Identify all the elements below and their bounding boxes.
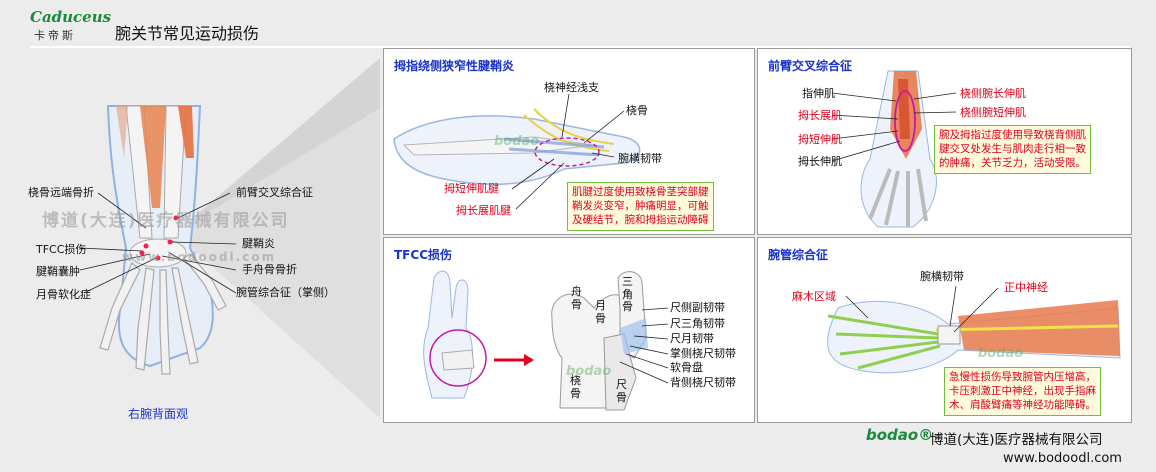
- carpal-tunnel-illustration: [827, 285, 1121, 374]
- label-articular-disc: 软骨盘: [670, 361, 703, 374]
- label-transverse-carpal-ligament: 腕横韧带: [920, 270, 964, 283]
- forearm-muscles-illustration: [831, 70, 957, 228]
- panel2-note: 腕及拇指过度使用导致桡背侧肌 腱交叉处发生与肌肉走行相一致 的肿痛，关节乏力，活…: [934, 125, 1091, 174]
- label-apl-tendon: 拇长展肌腱: [456, 204, 511, 217]
- label-scaphoid-fracture: 手舟骨骨折: [242, 263, 297, 276]
- label-volar-radioulnar: 掌侧桡尺韧带: [670, 347, 736, 360]
- label-numb-area: 麻木区域: [792, 290, 836, 303]
- label-scaphoid: 舟 骨: [571, 285, 582, 311]
- thumb-tendon-illustration: [393, 93, 641, 210]
- label-tenosynovitis: 腱鞘炎: [242, 237, 275, 250]
- watermark-bodao: bodao: [494, 134, 540, 149]
- caption-right-wrist-dorsal: 右腕背面观: [128, 407, 189, 421]
- panel-carpal-tunnel: 腕管综合征 腕横韧带 麻木区域 正中神经 急慢性损伤导致腕管内压增高， 卡压刺激…: [757, 237, 1132, 423]
- footer-url: www.bodoodl.com: [1003, 451, 1122, 466]
- logo-brand: Caduceus: [30, 8, 112, 26]
- label-epb-muscle: 拇短伸肌: [798, 133, 842, 146]
- label-ulna-bone: 尺 骨: [616, 378, 627, 404]
- label-ulnar-collateral: 尺侧副韧带: [670, 301, 725, 314]
- label-ulnotriquetral: 尺三角韧带: [670, 317, 725, 330]
- panel4-title: 腕管综合征: [768, 248, 829, 262]
- label-ulnolunate: 尺月韧带: [670, 332, 714, 345]
- panel-tfcc: TFCC损伤 舟 骨 月 骨 三 角 骨 桡 骨 尺 骨 尺侧副韧带 尺三角韧带…: [383, 237, 755, 423]
- panel-de-quervain: 拇指绕侧狭窄性腱鞘炎 桡神经浅支 桡骨 腕横韧带 拇短伸肌腱 拇长展肌腱 肌腱过…: [383, 48, 755, 235]
- label-extensor-digitorum: 指伸肌: [802, 87, 835, 100]
- logo-cn: 卡帝斯: [34, 29, 76, 42]
- label-epb-tendon: 拇短伸肌腱: [444, 182, 499, 195]
- label-intersection-syndrome: 前臂交叉综合征: [236, 186, 313, 199]
- label-radius-bone: 桡 骨: [570, 374, 581, 400]
- label-distal-radius-fracture: 桡骨远端骨折: [28, 186, 94, 199]
- panel3-title: TFCC损伤: [394, 248, 452, 262]
- label-superficial-radial-nerve: 桡神经浅支: [544, 81, 599, 94]
- label-epl-muscle: 拇长伸肌: [798, 155, 842, 168]
- label-triquetrum: 三 角 骨: [622, 275, 633, 314]
- label-radius: 桡骨: [626, 104, 648, 117]
- label-ecrl: 桡侧腕长伸肌: [960, 87, 1026, 100]
- watermark-url: www.bodoodl.com: [122, 250, 277, 264]
- panel1-note: 肌腱过度使用致桡骨茎突部腱 鞘发炎变窄，肿痛明显，可触 及硬结节，腕和拇指运动障…: [567, 182, 714, 231]
- watermark-bodao-3: bodao: [978, 346, 1024, 361]
- label-kienbock: 月骨软化症: [36, 288, 91, 301]
- label-carpal-tunnel-volar: 腕管综合征（掌侧）: [236, 286, 335, 299]
- watermark-bodao-2: bodao: [566, 364, 612, 379]
- panel1-title: 拇指绕侧狭窄性腱鞘炎: [394, 59, 515, 73]
- label-ganglion-cyst: 腱鞘囊肿: [36, 265, 80, 278]
- panel-intersection-syndrome: 前臂交叉综合征 指伸肌 拇长展肌 拇短伸肌 拇长伸肌 桡侧腕长伸肌 桡侧腕短伸肌…: [757, 48, 1132, 235]
- panel2-title: 前臂交叉综合征: [768, 59, 853, 73]
- label-ecrb: 桡侧腕短伸肌: [960, 106, 1026, 119]
- label-apl-muscle: 拇长展肌: [798, 109, 842, 122]
- label-dorsal-radioulnar: 背侧桡尺韧带: [670, 376, 736, 389]
- panel4-note: 急慢性损伤导致腕管内压增高， 卡压刺激正中神经，出现手指麻 木、肩酸臂痛等神经功…: [944, 367, 1101, 416]
- hand-dorsal-illustration: [79, 58, 380, 418]
- label-lunate: 月 骨: [595, 299, 606, 325]
- page-title: 腕关节常见运动损伤: [115, 24, 260, 43]
- label-median-nerve: 正中神经: [1004, 281, 1048, 294]
- header-divider: [30, 46, 1130, 48]
- label-transverse-ligament: 腕横韧带: [618, 152, 662, 165]
- tfcc-illustration: [423, 270, 669, 411]
- footer-brand: bodao®: [866, 426, 934, 444]
- watermark-company: 博道(大连)医疗器械有限公司: [42, 211, 290, 231]
- label-tfcc-injury: TFCC损伤: [36, 243, 87, 256]
- footer-company: 博道(大连)医疗器械有限公司: [930, 432, 1103, 448]
